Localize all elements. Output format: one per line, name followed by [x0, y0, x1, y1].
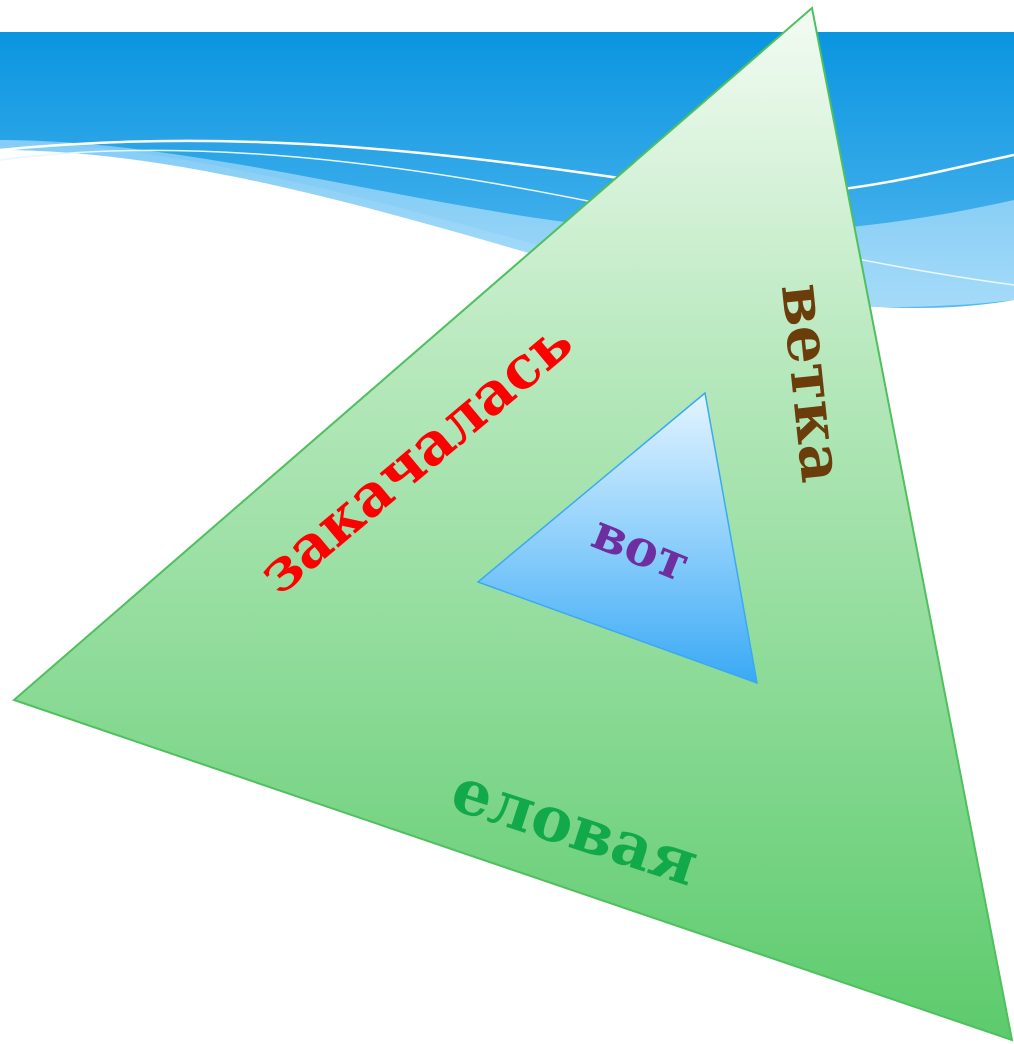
outer-triangle [12, 6, 1014, 1042]
inner-triangle [476, 391, 758, 685]
wave-line-1 [0, 139, 1014, 196]
